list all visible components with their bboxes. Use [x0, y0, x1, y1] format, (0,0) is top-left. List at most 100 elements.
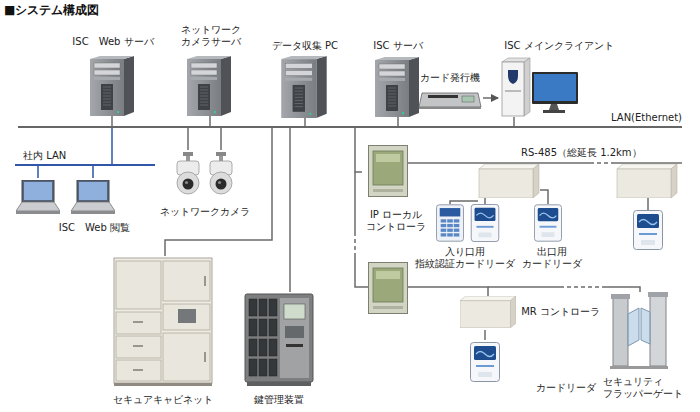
node-label: データ収集 PC — [272, 40, 338, 52]
server-tower-part — [375, 57, 419, 117]
secure-cabinet-part — [116, 312, 161, 334]
laptop — [71, 180, 115, 214]
card-reader — [471, 204, 499, 241]
card-reader: 出口用 カードリーダ — [520, 200, 584, 270]
server-tower: ネットワーク カメラサーバ — [170, 24, 252, 116]
client-pc-part — [502, 62, 524, 116]
node-label: ネットワーク カメラサーバ — [175, 24, 247, 48]
server-tower — [187, 56, 231, 116]
rs485-wire-part — [602, 287, 640, 292]
connector-line — [111, 128, 113, 164]
key-manager-part — [249, 299, 257, 316]
secure-cabinet: セキュアキャビネット — [107, 256, 219, 406]
card-reader-part — [534, 205, 561, 241]
server-tower — [90, 56, 134, 116]
network-camera — [177, 152, 199, 194]
rs485-wire-part — [450, 201, 478, 204]
laptop-part — [16, 180, 60, 214]
card-printer-part — [419, 93, 481, 107]
controller-unit-part — [369, 146, 408, 197]
diagram-title: ■システム構成図 — [4, 3, 99, 18]
client-pc: ISC メインクライアント — [498, 40, 620, 117]
laptop-part — [71, 180, 115, 214]
server-tower-part — [187, 56, 231, 116]
secure-cabinet-part — [116, 360, 161, 381]
key-manager-part — [280, 298, 309, 378]
card-printer-part — [462, 96, 474, 102]
connector-line — [513, 117, 515, 126]
key-manager-part — [269, 339, 277, 356]
controller-box — [617, 164, 677, 198]
laptop — [16, 180, 60, 214]
secure-cabinet-part — [204, 352, 206, 362]
secure-cabinet-part — [116, 261, 161, 309]
card-reader-part — [471, 343, 500, 382]
secure-cabinet-part — [114, 383, 212, 386]
card-reader — [534, 205, 561, 241]
node-label: ISC Web サーバ — [72, 36, 153, 48]
rs485-wire-part — [484, 198, 486, 204]
flapper-gate-part — [610, 366, 668, 369]
card-printer-part — [419, 107, 481, 109]
secure-cabinet-part — [133, 345, 143, 347]
controller-unit-part — [369, 263, 408, 314]
node-label: MR コントローラ — [521, 306, 600, 318]
controller-box — [479, 164, 539, 198]
rs485-wire-part — [354, 172, 356, 232]
flapper-gate-part — [628, 308, 639, 346]
node-label: ネットワークカメラ — [160, 206, 250, 218]
secure-cabinet-part — [178, 309, 196, 323]
connector-line — [289, 128, 291, 292]
connector-line — [397, 117, 399, 126]
key-manager-part — [259, 359, 267, 376]
key-manager-part — [269, 359, 277, 376]
flapper-gate — [610, 292, 668, 369]
secure-cabinet-part — [163, 333, 210, 381]
server-tower: ISC Web サーバ — [68, 36, 158, 116]
key-manager: 鍵管理装置 — [240, 292, 318, 406]
connector-line — [483, 97, 498, 99]
secure-cabinet-part — [163, 261, 210, 301]
secure-cabinet-part — [163, 304, 210, 330]
server-tower — [375, 57, 419, 117]
node-label: セキュリティ フラッパーゲート — [603, 376, 695, 400]
key-manager-part — [249, 319, 257, 336]
node-label: ISC サーバ — [373, 40, 422, 52]
flapper-gate: セキュリティ フラッパーゲート — [603, 288, 695, 400]
key-manager-part — [249, 339, 257, 356]
rs485-wire-part — [488, 286, 560, 288]
node-label: IP ローカル コントローラ — [362, 209, 430, 233]
client-pc-part — [543, 110, 565, 113]
client-pc-part — [549, 104, 559, 110]
client-pc-part — [524, 58, 530, 116]
client-pc — [502, 58, 578, 116]
secure-cabinet-part — [133, 321, 143, 323]
client-pc-part — [532, 72, 578, 104]
card-reader — [634, 211, 663, 250]
secure-cabinet-part — [114, 258, 212, 383]
node-label: 出口用 カードリーダ — [520, 246, 584, 270]
rs485-wire — [355, 163, 682, 296]
camera-group: ネットワークカメラ — [157, 150, 253, 218]
laptop-group: ISC Web 閲覧 — [15, 178, 130, 234]
controller-box-part — [460, 296, 516, 328]
connector-line — [209, 116, 211, 126]
controller-unit — [369, 263, 408, 314]
network-bus: LAN(Ethernet) — [18, 126, 682, 128]
rs485-wire-part — [408, 162, 590, 164]
rs485-wire-part — [647, 198, 649, 210]
server-tower — [281, 56, 326, 118]
node-label: セキュアキャビネット — [113, 394, 213, 406]
node-label: ISC Web 閲覧 — [59, 222, 130, 234]
key-manager-part — [259, 299, 267, 316]
node-label: 社内 LAN — [23, 150, 66, 162]
network-camera-part — [177, 152, 199, 194]
node-label: 入り口用 指紋認証カードリーダ — [413, 246, 517, 270]
flapper-gate-part — [648, 292, 668, 297]
rs485-wire-part — [540, 190, 548, 204]
rs485-wire-part — [355, 256, 368, 287]
rs485-wire-part — [560, 286, 602, 288]
flapper-gate-part — [613, 298, 628, 366]
secure-cabinet — [114, 258, 212, 386]
